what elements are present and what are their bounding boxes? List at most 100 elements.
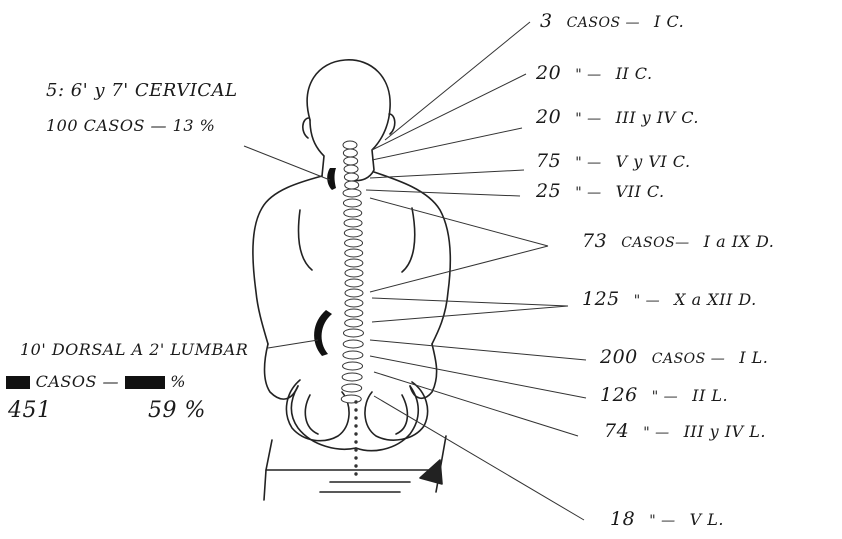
level-label-row: 20 " — III y IV C. [536, 106, 699, 128]
vertebra [341, 395, 361, 403]
case-count: 74 [604, 420, 629, 442]
dorsolumbar-highlight [314, 310, 332, 356]
cases-mark: " — [634, 293, 660, 309]
vertebral-level: V L. [690, 510, 724, 529]
level-label-row: 74 " — III y IV L. [604, 420, 766, 442]
vertebral-level: VII C. [616, 182, 665, 201]
cervical-cases: 100 CASOS — 13 % [46, 116, 215, 135]
vertebra [343, 362, 363, 370]
leader-line [244, 146, 330, 180]
cases-label: CASOS — [36, 372, 119, 391]
vertebra [343, 149, 357, 157]
case-count: 18 [610, 508, 635, 530]
case-count: 73 [582, 230, 607, 252]
vertebra [345, 289, 363, 297]
leader-lines [244, 22, 586, 520]
sacrum-dot [355, 449, 357, 451]
level-label-row: 20 " — II C. [536, 62, 653, 84]
leader-line [366, 190, 520, 196]
vertebral-level: III y IV C. [616, 108, 699, 127]
vertebra [343, 199, 361, 207]
vertebra [343, 141, 357, 149]
vertebra [345, 249, 363, 257]
leader-line [385, 22, 530, 140]
level-label-row: 75 " — V y VI C. [536, 150, 691, 172]
vertebra [345, 269, 363, 277]
cases-mark: " — [575, 185, 601, 201]
case-count: 20 [536, 62, 561, 84]
vertebra [342, 384, 362, 392]
vertebra [342, 373, 362, 381]
vertebra [345, 259, 363, 267]
vertebra [345, 319, 363, 327]
cases-mark: " — [575, 67, 601, 83]
handwritten-count: 451 [8, 398, 52, 423]
level-label-row: 18 " — V L. [610, 508, 724, 530]
vertebra [344, 219, 362, 227]
handwritten-percent: 59 % [148, 398, 206, 423]
vertebra [345, 309, 363, 317]
vertebra [344, 165, 358, 173]
sacrum-dot [355, 409, 357, 411]
vertebra [343, 329, 363, 337]
spinal-column [341, 141, 363, 475]
sacrum-dot [355, 425, 357, 427]
cases-mark: " — [575, 111, 601, 127]
vertebra [343, 189, 361, 197]
leader-line [370, 246, 548, 292]
leader-line [372, 298, 568, 306]
cervical-title: 5: 6' y 7' CERVICAL [46, 80, 238, 101]
redacted-percent [125, 376, 165, 389]
level-label-row: 125 " — X a XII D. [582, 288, 757, 310]
vertebra [343, 351, 363, 359]
vertebral-level: III y IV L. [684, 422, 766, 441]
vertebra [345, 181, 359, 189]
leader-line [370, 340, 586, 360]
vertebra [344, 209, 362, 217]
sacrum-dot [355, 433, 357, 435]
level-label-row: 73 CASOS— I a IX D. [582, 230, 774, 252]
sacrum-dot [355, 465, 357, 467]
cases-mark: " — [643, 425, 669, 441]
case-count: 20 [536, 106, 561, 128]
vertebra [343, 340, 363, 348]
case-count: 126 [600, 384, 638, 406]
vertebra [345, 239, 363, 247]
vertebral-level: I a IX D. [704, 232, 775, 251]
vertebra [344, 173, 358, 181]
cases-mark: CASOS — [652, 351, 725, 367]
vertebral-level: II L. [692, 386, 728, 405]
sacrum-dot [355, 441, 357, 443]
leader-line [374, 396, 584, 520]
case-count: 3 [540, 10, 553, 32]
level-label-row: 3 CASOS — I C. [540, 10, 684, 32]
level-label-row: 200 CASOS — I L. [600, 346, 768, 368]
vertebral-level: V y VI C. [616, 152, 691, 171]
left-shoulder-outline [253, 176, 322, 344]
cases-mark: CASOS — [567, 15, 640, 31]
sacrum-dot [355, 417, 357, 419]
sacrum-dot [355, 473, 357, 475]
cases-mark: " — [575, 155, 601, 171]
case-count: 75 [536, 150, 561, 172]
leader-line [372, 74, 526, 150]
leader-line [370, 356, 586, 398]
case-count: 125 [582, 288, 620, 310]
cases-mark: " — [649, 513, 675, 529]
vertebral-level: I L. [739, 348, 768, 367]
leader-line [370, 170, 524, 178]
vertebra [344, 229, 362, 237]
level-label-row: 25" —VII C. [536, 180, 665, 202]
cases-mark: CASOS— [621, 235, 689, 251]
leader-line [268, 340, 318, 348]
vertebral-level: I C. [654, 12, 684, 31]
vertebral-level: II C. [616, 64, 653, 83]
level-label-row: 126 " — II L. [600, 384, 728, 406]
cases-mark: " — [652, 389, 678, 405]
redacted-count [6, 376, 30, 389]
case-count: 200 [600, 346, 638, 368]
vertebral-level: X a XII D. [674, 290, 757, 309]
leader-line [370, 198, 548, 246]
vertebra [344, 157, 358, 165]
